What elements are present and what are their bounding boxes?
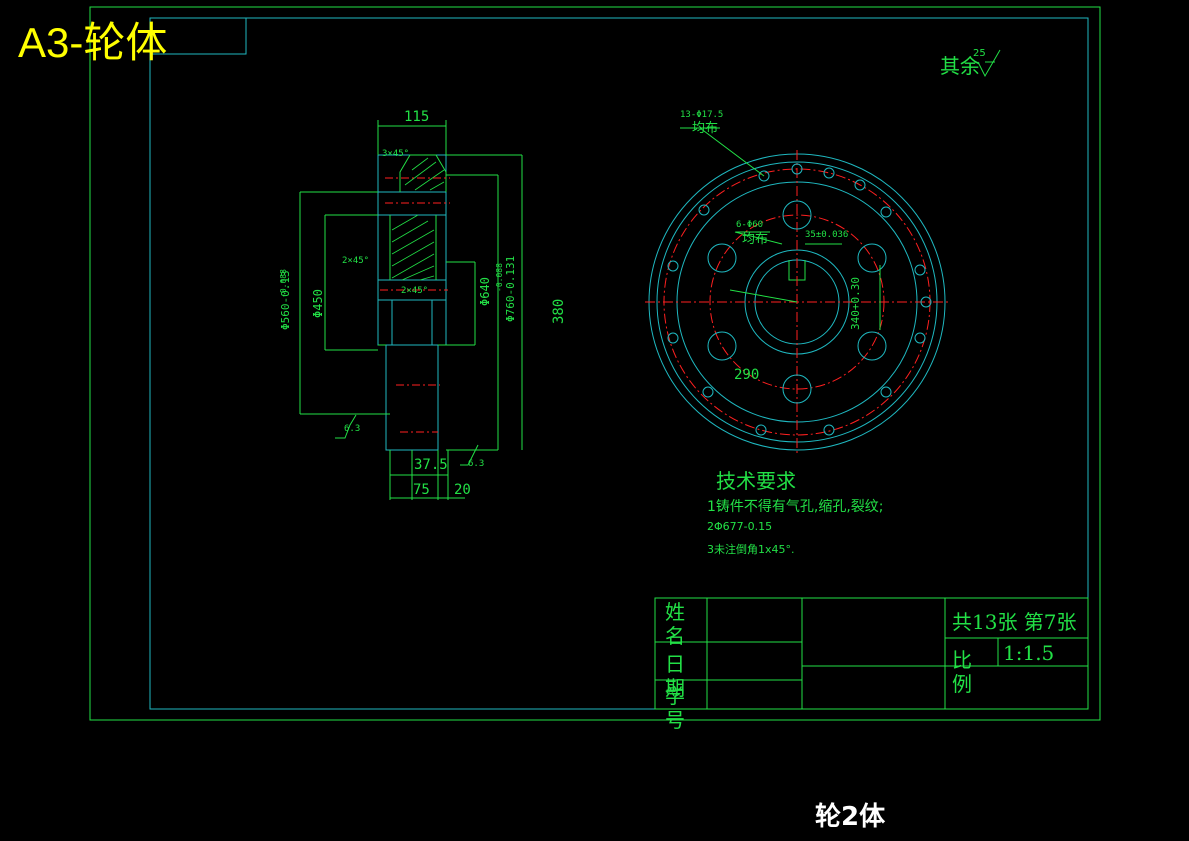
dim-20: 20 [454,482,471,498]
dim-chamfer-top: 3×45° [382,149,410,159]
dim-chamfer-inner: 2×45° [401,286,429,296]
dim-d640: Φ640 [478,277,492,306]
name-label: 姓名 [665,600,685,648]
student-id-label: 学号 [665,684,685,732]
dim-290: 290 [734,367,760,383]
dim-75: 75 [413,482,430,498]
keyway-depth: 340+0.30 [849,277,862,330]
roughness-a: 6.3 [344,424,361,434]
dim-d450: Φ450 [311,289,325,318]
dim-d760-tol: -0.088 [495,263,504,292]
dim-115: 115 [404,109,430,125]
outer-frame [89,6,1101,721]
tech-item-2: 2Φ677-0.15 [707,520,773,533]
date-label: 日期 [665,652,685,700]
side-view [299,120,523,500]
front-view [645,127,950,455]
tech-item-1: 1铸件不得有气孔,缩孔,裂纹; [707,499,884,515]
sheet-count: 共13张 第7张 [952,610,1077,634]
dim-d560-tol: -0.088 [279,269,288,298]
dim-d760: Φ760-0.131 [504,255,517,322]
holes6-label: 6-Φ60 [736,220,764,230]
surface-finish-symbol [977,49,1001,78]
inner-frame [149,17,1089,710]
holes13-label: 13-Φ17.5 [680,110,724,120]
surface-finish-value: 25 [973,48,986,59]
keyway-width: 35±0.036 [805,230,849,240]
dim-380: 380 [551,298,567,324]
dim-37-5: 37.5 [414,457,448,473]
scale-value: 1:1.5 [1003,641,1055,665]
roughness-b: 6.3 [468,459,485,469]
holes6-sub: 均布 [742,232,769,247]
dim-chamfer-mid: 2×45° [342,256,370,266]
title-block [654,597,1089,710]
tech-item-3: 3未注倒角1x45°. [707,543,795,556]
sheet-title: A3-轮体 [18,19,168,66]
scale-label: 比例 [952,648,972,696]
bottom-caption: 轮2体 [815,802,886,832]
corner-box [149,17,247,55]
surface-finish-note: 其余 [940,54,980,78]
holes13-sub: 均布 [692,121,719,136]
tech-heading: 技术要求 [716,469,796,493]
